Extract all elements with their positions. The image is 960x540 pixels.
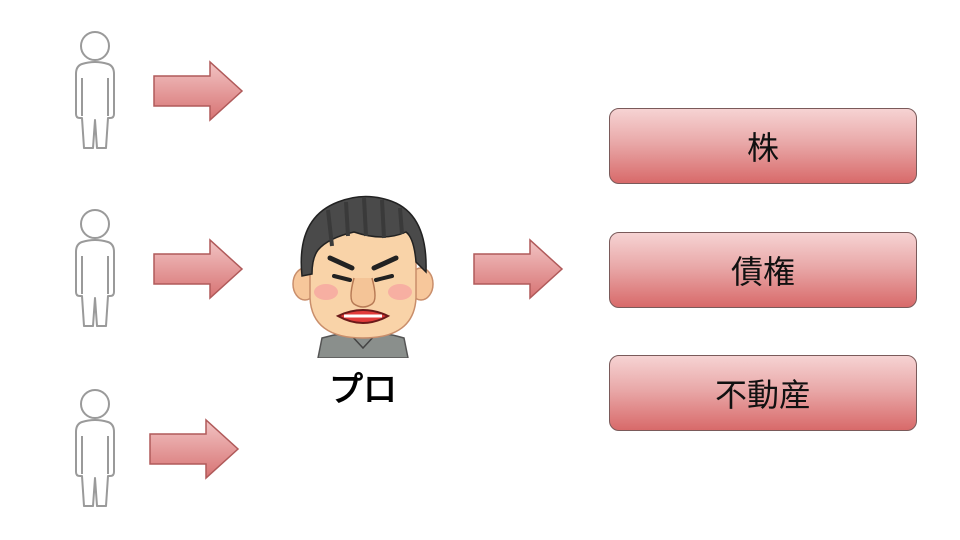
investor-arrow-2 [153, 238, 244, 300]
asset-label-real-estate: 不動産 [714, 376, 811, 414]
pro-manager-face-icon [292, 195, 434, 358]
investor-arrow-3 [149, 418, 240, 480]
investor-arrow-1 [153, 60, 244, 122]
asset-label-bonds: 債権 [730, 253, 795, 291]
pro-label: プロ [329, 370, 397, 410]
asset-box-bonds: 債権 [609, 232, 917, 308]
investor-person-icon-2 [75, 209, 115, 327]
asset-box-stocks: 株 [609, 108, 917, 184]
investor-person-icon-1 [75, 31, 115, 149]
asset-label-stocks: 株 [746, 129, 779, 167]
pro-to-assets-arrow [473, 238, 564, 300]
asset-box-real-estate: 不動産 [609, 355, 917, 431]
investor-person-icon-3 [75, 389, 115, 507]
